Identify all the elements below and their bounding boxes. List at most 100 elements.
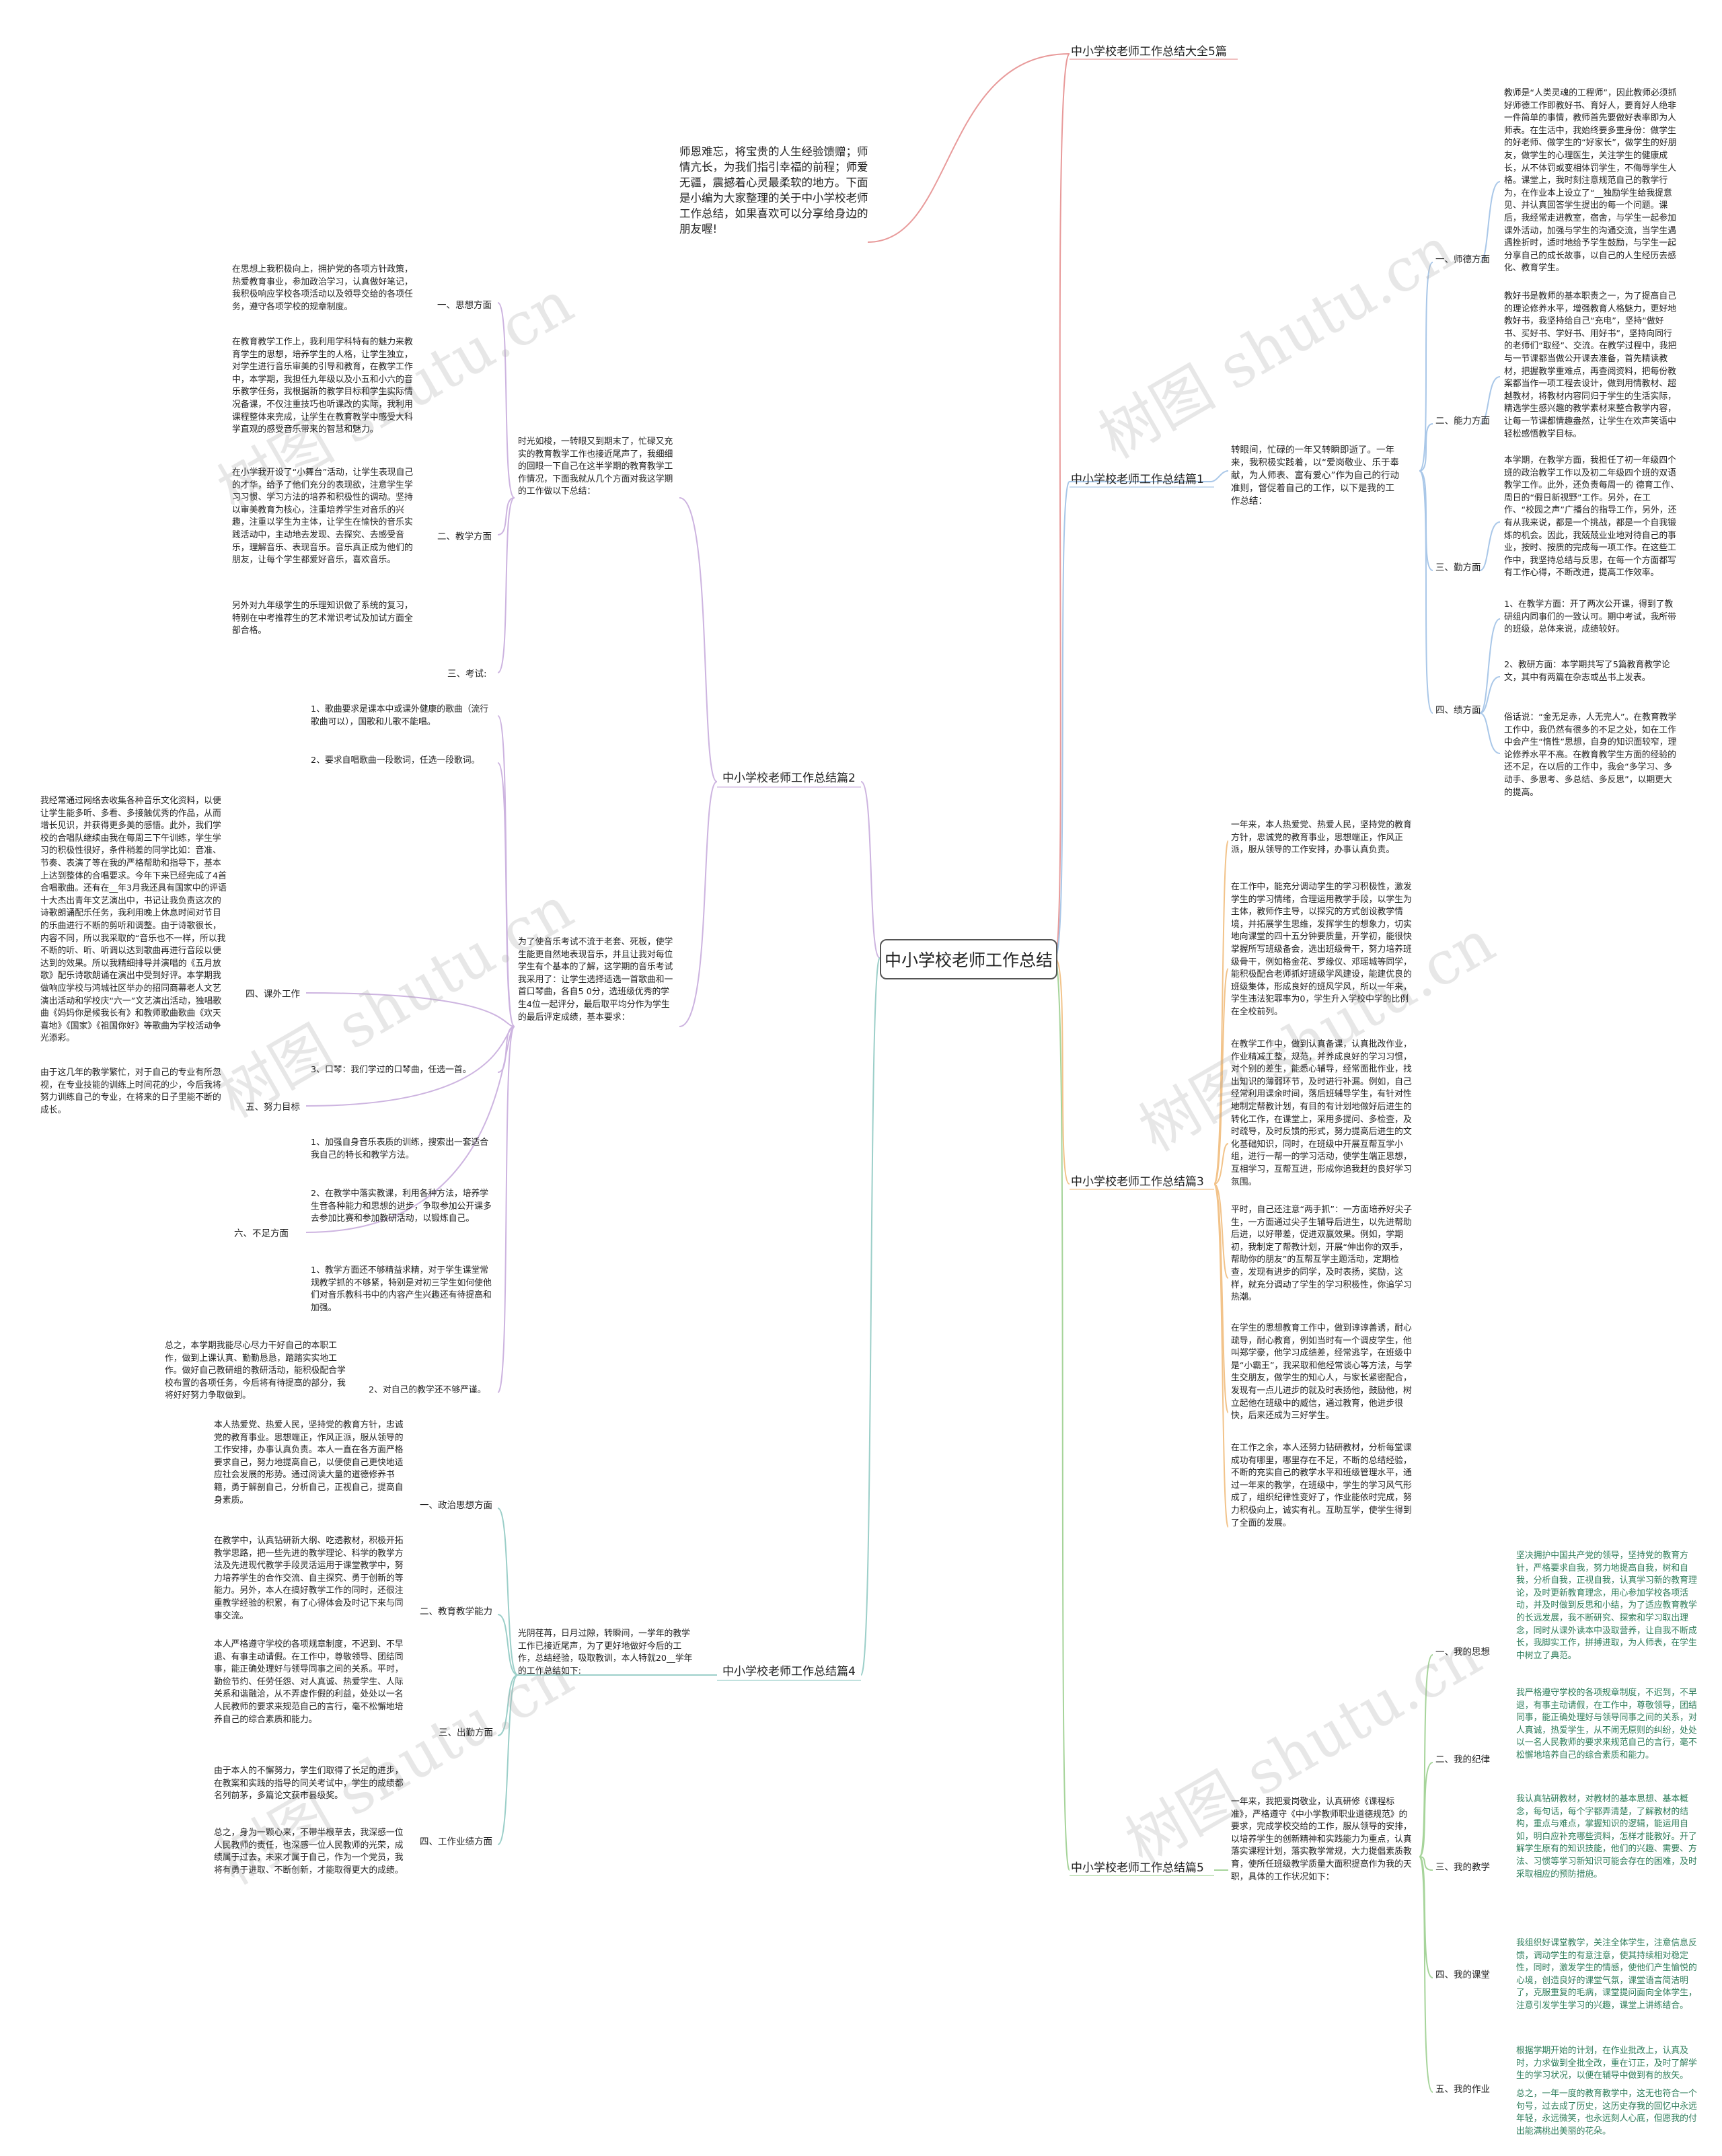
part5-thought-text: 坚决拥护中国共产党的领导，坚持党的教育方针，严格要求自我，努力地提高自我，树和自… xyxy=(1516,1551,1697,1661)
part1-sub-ethics[interactable]: 一、师德方面 xyxy=(1435,254,1490,265)
part2-extracurricular-text: 我经常通过网络去收集各种音乐文化资料，以便让学生能多听、多看、多接触优秀的作品，… xyxy=(40,796,227,1044)
link-b2-t3b xyxy=(497,762,515,1027)
part2-lead: 时光如梭，一转眼又到期末了，忙碌又充实的教育教学工作也接近尾声了，我细细的回眼一… xyxy=(518,437,673,497)
link-b2-s1 xyxy=(497,302,515,498)
part4-politics-text: 本人热爱党、热爱人民，坚持党的教育方针，忠诚党的教育事业。思想端正，作风正派，服… xyxy=(214,1420,404,1506)
part4-sub-politics[interactable]: 一、政治思想方面 xyxy=(420,1500,492,1511)
link-root-b0 xyxy=(1054,53,1070,959)
part2-exam-intro: 为了使音乐考试不流于老套、死板，使学生能更自然地表现音乐，并且让我对每位学生有个… xyxy=(518,937,673,1023)
link-b1-s4 xyxy=(1419,470,1433,714)
part4-sub-performance[interactable]: 四、工作业绩方面 xyxy=(420,1836,492,1847)
link-b1-t2 xyxy=(1479,376,1501,424)
part5-sub-discipline[interactable]: 二、我的纪律 xyxy=(1435,1754,1490,1765)
part3-item-6: 在工作之余，本人还努力钻研教材，分析每堂课成功有哪里，哪里存在不足，不断的总结经… xyxy=(1231,1443,1412,1528)
part3-item-5: 在学生的思想教育工作中，做到谆谆善诱，耐心疏导，耐心教育，例如当时有一个调皮学生… xyxy=(1231,1323,1413,1421)
link-b2-s5 xyxy=(305,1026,515,1107)
link-b1-t4b xyxy=(1479,676,1501,714)
link-b2-mid xyxy=(679,781,718,1027)
part2-teaching-text-3: 另外对九年级学生的乐理知识做了系统的复习，特别在中考推荐生的艺术常识考试及加试方… xyxy=(232,601,413,636)
part1-sub-ability[interactable]: 二、能力方面 xyxy=(1435,416,1490,426)
part1-achievement-summary: 俗话说：“金无足赤，人无完人”。在教育教学工作中，我仍然有很多的不足之处，如在工… xyxy=(1504,712,1677,798)
link-intro xyxy=(867,53,1070,243)
part3-item-3: 在教学工作中，做到认真备课，认真批改作业，作业精减工整，规范，并养成良好的学习习… xyxy=(1231,1039,1412,1187)
part1-achievement-research: 2、教研方面：本学期共写了5篇教育教学论文，其中有两篇在杂志或丛书上发表。 xyxy=(1504,660,1670,683)
part1-ability-text: 教好书是教师的基本职责之一，为了提高自己的理论修养水平，增强教育人格魅力，更好地… xyxy=(1504,291,1677,439)
part2-sub-teaching[interactable]: 二、教学方面 xyxy=(437,531,492,542)
part2-goals-text: 由于这几年的教学繁忙，对于自己的专业有所忽视，在专业技能的训练上时间花的少，今后… xyxy=(40,1068,221,1115)
part5-lead: 一年来，我把爱岗敬业，认真研修《课程标准》，严格遵守《中小学教师职业道德规范》的… xyxy=(1231,1797,1412,1882)
part2-summary: 总之，本学期我能尽心尽力干好自己的本职工作，做到上课认真、勤勤恳恳，踏踏实实地工… xyxy=(165,1341,346,1401)
part3-item-4: 平时，自己还注意“两手抓”：一方面培养好尖子生，一方面通过尖子生辅导后进生，以先… xyxy=(1231,1205,1413,1303)
link-b5-subs xyxy=(1419,1654,1433,2093)
link-root-b3 xyxy=(1054,957,1070,1185)
part1-lead: 转眼间，忙碌的一年又转瞬即逝了。一年来，我积极实践着，以“爱岗敬业、乐于奉献，为… xyxy=(1231,445,1399,507)
part2-shortcoming-2: 2、对自己的教学还不够严谨。 xyxy=(369,1385,486,1395)
link-b1-t4c xyxy=(1479,712,1501,754)
part1-sub-diligence[interactable]: 三、勤方面 xyxy=(1435,562,1481,573)
root-title: 中小学校老师工作总结 xyxy=(884,951,1053,970)
link-b2-t6d xyxy=(497,1026,515,1393)
part2-goals-item-2: 2、在教学中落实教课，利用各种方法，培养学生音各种能力和思想的进步，争取参加公开… xyxy=(311,1189,492,1224)
part2-teaching-text-1: 在教育教学工作上，我利用学科特有的魅力来教育学生的思想，培养学生的人格，让学生独… xyxy=(232,337,413,435)
part5-teaching-text: 我认真钻研教材，对教材的基本思想、基本概念，每句话，每个字都弄清楚，了解教材的结… xyxy=(1516,1794,1697,1880)
part1-diligence-text: 本学期，在教学方面，我担任了初一年级四个班的政治教学工作以及初二年级四个班的双语… xyxy=(1504,455,1680,579)
part2-sub-exam[interactable]: 三、考试: xyxy=(447,669,487,679)
part3-item-2: 在工作中，能充分调动学生的学习积极性，激发学生的学习情绪，合理运用教学手段，以学… xyxy=(1231,882,1412,1017)
part5-classroom-text: 我组织好课堂教学，关注全体学生，注意信息反馈，调动学生的有意注意，使其持续相对稳… xyxy=(1516,1938,1697,2011)
part2-shortcoming-1: 1、教学方面还不够精益求精，对于学生课堂常规教学抓的不够紧，特别是对初三学生如何… xyxy=(311,1265,492,1313)
link-b1-lead xyxy=(1070,470,1229,482)
part2-sub-shortcomings[interactable]: 六、不足方面 xyxy=(234,1228,289,1239)
part2-exam-requirement-1: 1、歌曲要求是课本中或课外健康的歌曲（流行歌曲可以），国歌和儿歌不能唱。 xyxy=(311,704,489,727)
part4-performance-text-2: 总之，身为一颗心来，不带半根草去，我深感一位人民教师的责任，也深感一位人民教师的… xyxy=(214,1828,404,1875)
link-root-b4 xyxy=(860,957,881,1676)
part4-performance-text-1: 由于本人的不懈努力，学生们取得了长足的进步，在教案和实践的指导的同关考试中，学生… xyxy=(214,1766,404,1801)
branch-part-4[interactable]: 中小学校老师工作总结篇4 xyxy=(722,1665,856,1678)
part4-sub-ability[interactable]: 二、教育教学能力 xyxy=(420,1606,492,1617)
branch-part-5[interactable]: 中小学校老师工作总结篇5 xyxy=(1071,1861,1204,1875)
part2-exam-requirement-3: 3、口琴：我们学过的口琴曲，任选一首。 xyxy=(311,1065,472,1075)
link-b2-s3 xyxy=(497,497,515,673)
part5-discipline-text: 我严格遵守学校的各项规章制度，不迟到，不早退，有事主动请假，在工作中，尊敬领导，… xyxy=(1516,1688,1697,1760)
part1-sub-achievement[interactable]: 四、绩方面 xyxy=(1435,705,1481,716)
link-root-b5 xyxy=(1054,957,1070,1871)
root-topic[interactable]: 中小学校老师工作总结 xyxy=(880,939,1057,979)
part4-lead: 光阴荏苒，日月过隙，转瞬间，一学年的教学工作已接近尾声，为了更好地做好今后的工作… xyxy=(518,1629,693,1676)
part4-sub-attendance[interactable]: 三、出勤方面 xyxy=(439,1727,493,1738)
part5-homework-text-2: 总之，一年一度的教育教学中，这无也符合一个句号，过去成了历史，这历史存我的回忆中… xyxy=(1516,2089,1697,2136)
part2-sub-extracurricular[interactable]: 四、课外工作 xyxy=(246,989,300,1000)
part5-sub-teaching[interactable]: 三、我的教学 xyxy=(1435,1862,1490,1873)
part5-sub-classroom[interactable]: 四、我的课堂 xyxy=(1435,1970,1490,1980)
part2-thought-text: 在思想上我积极向上，拥护党的各项方针政策，热爱教育事业，参加政治学习，认真做好笔… xyxy=(232,264,413,312)
link-b1-t4a xyxy=(1479,618,1501,714)
part2-exam-requirement-2: 2、要求自唱歌曲一段歌词，任选一段歌词。 xyxy=(311,755,480,766)
part1-ethics-text: 教师是“人类灵魂的工程师”，因此教师必须抓好师德工作即教好书、育好人，要育好人绝… xyxy=(1504,88,1677,274)
link-b2-s6 xyxy=(305,1026,515,1233)
part2-teaching-text-2: 在小学我开设了“小舞台”活动，让学生表现自己的才华，给予了他们充分的表现欲，注意… xyxy=(232,468,414,566)
part5-sub-thought[interactable]: 一、我的思想 xyxy=(1435,1647,1490,1658)
link-b1-s2 xyxy=(1419,423,1433,472)
intro-text: 师恩难忘，将宝贵的人生经验馈赠；师情亢长，为我们指引幸福的前程；师爱无疆，震撼着… xyxy=(679,145,868,235)
part1-achievement-teaching: 1、在教学方面：开了两次公开课，得到了教研组内同事们的一致认可。期中考试，我所带… xyxy=(1504,599,1676,635)
link-b2-lead xyxy=(679,497,718,782)
part4-ability-text: 在教学中，认真钻研新大纲、吃透教材，积极开拓教学思路，把一些先进的教学理论、科学… xyxy=(214,1536,404,1621)
part5-sub-homework[interactable]: 五、我的作业 xyxy=(1435,2084,1490,2095)
link-b1-s1 xyxy=(1419,262,1433,472)
branch-part-2[interactable]: 中小学校老师工作总结篇2 xyxy=(722,772,856,785)
branch-overview[interactable]: 中小学校老师工作总结大全5篇 xyxy=(1071,45,1227,59)
link-b3-items xyxy=(1213,840,1229,1528)
branch-part-1[interactable]: 中小学校老师工作总结篇1 xyxy=(1071,473,1204,486)
link-b2-s4 xyxy=(305,992,515,1027)
branch-part-3[interactable]: 中小学校老师工作总结篇3 xyxy=(1071,1175,1204,1189)
link-b2-s2 xyxy=(497,497,515,535)
part2-sub-goals[interactable]: 五、努力目标 xyxy=(246,1102,300,1113)
part2-sub-thought[interactable]: 一、思想方面 xyxy=(437,300,492,311)
link-b4-subs xyxy=(497,1508,519,1845)
part2-goals-item-1: 1、加强自身音乐表质的训练，搜索出一套适合我自己的特长和教学方法。 xyxy=(311,1138,489,1160)
part3-item-1: 一年来，本人热爱党、热爱人民，坚持党的教育方针，忠诚党的教育事业，思想端正，作风… xyxy=(1231,820,1412,856)
link-b1-t1 xyxy=(1479,181,1501,263)
part4-attendance-text: 本人严格遵守学校的各项规章制度，不迟到、不早退、有事主动请假。在工作中，尊敬领导… xyxy=(214,1639,404,1725)
link-root-b2 xyxy=(860,781,881,959)
link-root-b1 xyxy=(1054,481,1070,959)
part5-homework-text-1: 根据学期开始的计划，在作业批改上，认真及时，力求做到全批全改，重在订正，及时了解… xyxy=(1516,2046,1697,2081)
